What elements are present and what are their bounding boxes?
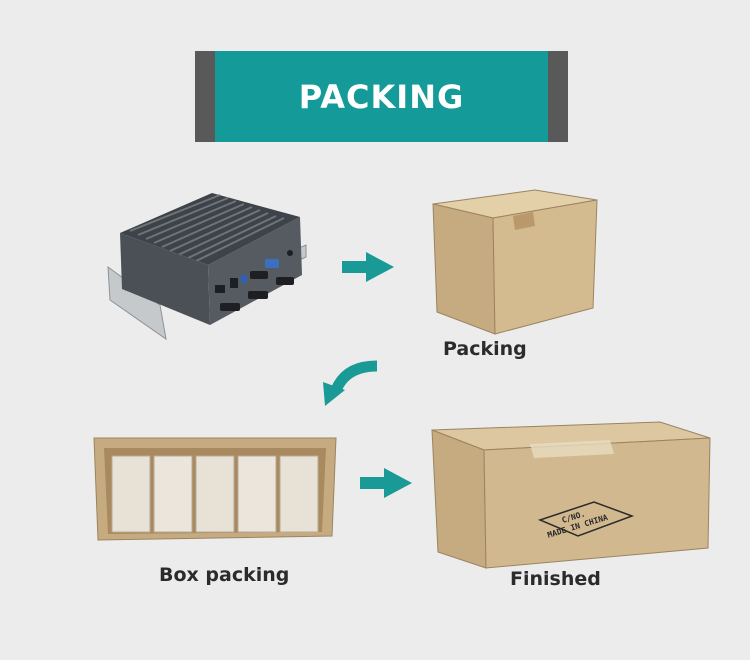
finished-carton-image [431, 421, 711, 569]
step-label-box-packing: Box packing [159, 564, 290, 586]
arrow-curved-icon [323, 360, 378, 406]
header-banner: PACKING [195, 51, 568, 142]
mini-pc-image [107, 193, 307, 341]
arrow-right-icon [342, 252, 394, 282]
open-box-image [93, 437, 337, 541]
single-box-image [432, 189, 598, 335]
arrow-right-icon [360, 468, 412, 498]
step-label-packing: Packing [443, 338, 527, 360]
page-title: PACKING [298, 77, 465, 116]
step-label-finished: Finished [510, 568, 601, 590]
header-banner-inner: PACKING [215, 51, 548, 142]
